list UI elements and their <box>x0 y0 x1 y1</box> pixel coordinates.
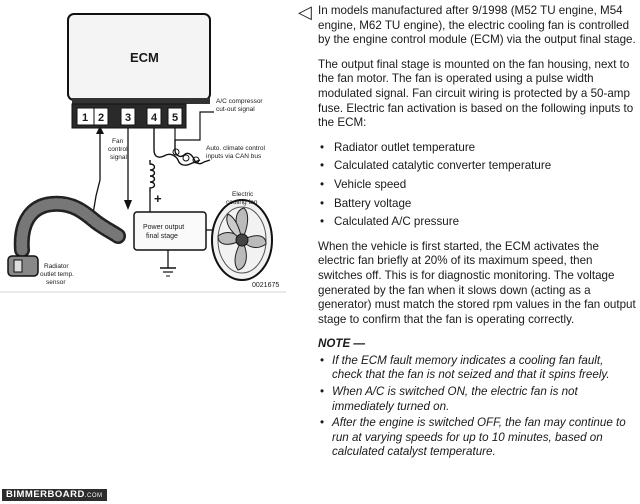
bimmerboard-watermark-logo: BIMMERBOARD.COM <box>2 489 107 501</box>
ecm-box-shadow <box>72 98 210 104</box>
fan-control-label-1: Fan <box>112 138 124 145</box>
pin-3-box <box>120 107 136 126</box>
list-item: •When A/C is switched ON, the electric f… <box>320 385 578 413</box>
pin-5-label: 5 <box>172 112 178 124</box>
battery-plus: + <box>154 191 162 206</box>
intro-paragraph: In models manufactured after 9/1998 (M52… <box>318 4 636 47</box>
power-stage-label-1: Power output <box>143 224 184 231</box>
ecm-inputs-list: •Radiator outlet temperature •Calculated… <box>318 141 636 230</box>
list-item: •Calculated A/C pressure <box>320 215 460 229</box>
fan-control-label-2: control <box>108 146 128 153</box>
note-heading: NOTE — <box>318 337 366 351</box>
pin-2-label: 2 <box>98 112 104 124</box>
pin-4-label: 4 <box>151 112 158 124</box>
sensor-signal-wire <box>91 128 101 221</box>
sensor-signal-arrow <box>96 126 104 134</box>
pin-5-box <box>167 107 183 126</box>
pin-3-label: 3 <box>125 112 131 124</box>
sensor-label-1: Radiator <box>44 263 69 270</box>
ecm-label: ECM <box>130 50 159 65</box>
cooling-fan-wiring-diagram: ECM 1 2 3 4 5 A/C compressor cut-out sig… <box>0 13 286 293</box>
power-stage-label-2: final stage <box>146 233 178 240</box>
ac-signal-label-1: A/C compressor <box>216 98 263 105</box>
figure-code: 0021675 <box>252 282 279 289</box>
temperature-sensor <box>7 255 39 277</box>
list-item: •Radiator outlet temperature <box>320 140 476 154</box>
can-bus-wire <box>153 128 201 166</box>
section-arrow-icon: ◁ <box>298 2 312 22</box>
fan-label-2: cooling fan <box>226 199 258 206</box>
fan-control-label-3: signal <box>110 154 128 161</box>
sensor-label-3: sensor <box>46 279 66 286</box>
list-item: •Battery voltage <box>320 196 412 210</box>
auto-climate-label-1: Auto. climate control <box>206 145 265 152</box>
sensor-label-2: outlet temp. <box>40 271 74 278</box>
output-stage-paragraph: The output final stage is mounted on the… <box>318 57 634 130</box>
power-stage-box <box>133 211 207 251</box>
ac-signal-label-2: cut-out signal <box>216 106 255 113</box>
fuse-coil <box>149 160 156 192</box>
list-item: •Calculated catalytic converter temperat… <box>320 159 552 173</box>
list-item: •Vehicle speed <box>320 177 407 191</box>
pin-4-box <box>146 107 162 126</box>
can-bus-wire-2 <box>174 140 211 165</box>
fan-label-1: Electric <box>232 191 254 198</box>
startup-paragraph: When the vehicle is first started, the E… <box>318 239 636 326</box>
list-item: •After the engine is switched OFF, the f… <box>320 416 626 459</box>
ac-signal-wire <box>174 111 214 141</box>
text-column: In models manufactured after 9/1998 (M52… <box>318 4 636 462</box>
electric-cooling-fan <box>211 199 273 281</box>
pin-1-label: 1 <box>82 112 88 124</box>
pin-2-box <box>93 107 109 126</box>
notes-list: •If the ECM fault memory indicates a coo… <box>318 354 636 460</box>
list-item: •If the ECM fault memory indicates a coo… <box>320 353 610 382</box>
auto-climate-label-2: inputs via CAN bus <box>206 153 262 160</box>
fan-control-arrow <box>124 200 132 210</box>
